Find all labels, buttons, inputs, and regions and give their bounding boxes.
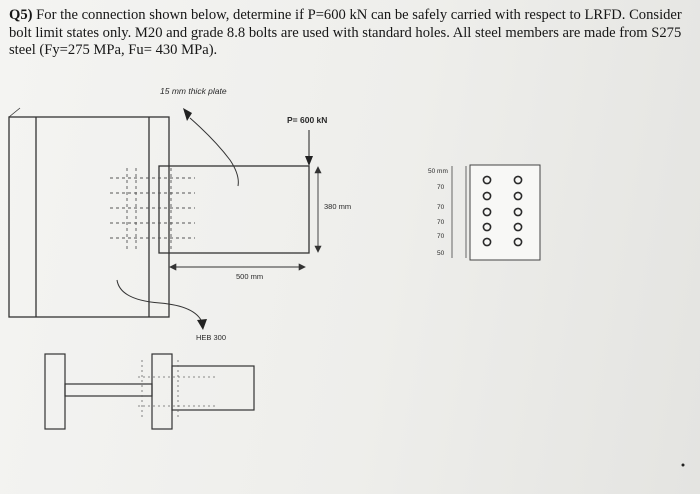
load-label: P= 600 kN xyxy=(287,115,327,125)
bolt-hole xyxy=(482,175,492,185)
load-arrow xyxy=(305,130,313,166)
bolt-hole xyxy=(513,222,523,232)
bolt-pattern xyxy=(469,164,541,261)
bolt-hole xyxy=(513,207,523,217)
column-label: HEB 300 xyxy=(196,333,226,342)
bolt-hole xyxy=(482,237,492,247)
bolt-hole xyxy=(482,222,492,232)
column-elevation xyxy=(8,107,170,318)
edge-distance-bottom: 50 xyxy=(437,250,445,257)
pitch-2: 70 xyxy=(437,204,445,211)
column-web xyxy=(64,383,153,397)
pitch-3: 70 xyxy=(437,219,445,226)
bolt-hole xyxy=(482,207,492,217)
bolt-hole xyxy=(513,237,523,247)
column-outline xyxy=(8,116,170,318)
edge-distance-top: 50 mm xyxy=(428,168,448,175)
question-number: Q5) xyxy=(9,7,33,23)
bolt-lines xyxy=(110,168,195,250)
bolt-hole xyxy=(513,175,523,185)
question-text: Q5) For the connection shown below, dete… xyxy=(9,7,697,60)
bolt-spacing-column: 50 mm 70 70 70 70 50 xyxy=(428,166,467,258)
ink-speck xyxy=(681,463,685,467)
column-flange-right xyxy=(151,353,173,430)
column-flange-left xyxy=(44,353,66,430)
pitch-1: 70 xyxy=(437,184,445,191)
bolt-hole xyxy=(482,191,492,201)
pitch-4: 70 xyxy=(437,233,445,240)
bolt-hole xyxy=(513,191,523,201)
height-label: 380 mm xyxy=(324,202,351,211)
plate-outline xyxy=(158,165,310,254)
question-body: For the connection shown below, determin… xyxy=(9,7,682,58)
plate xyxy=(158,165,310,254)
bolt-pattern-frame xyxy=(469,164,541,261)
column-leader xyxy=(116,279,207,330)
plate-plan xyxy=(171,365,255,411)
plan-view xyxy=(44,353,255,430)
length-label: 500 mm xyxy=(236,272,263,281)
plate-leader xyxy=(183,108,239,187)
plate-label: 15 mm thick plate xyxy=(160,86,227,96)
